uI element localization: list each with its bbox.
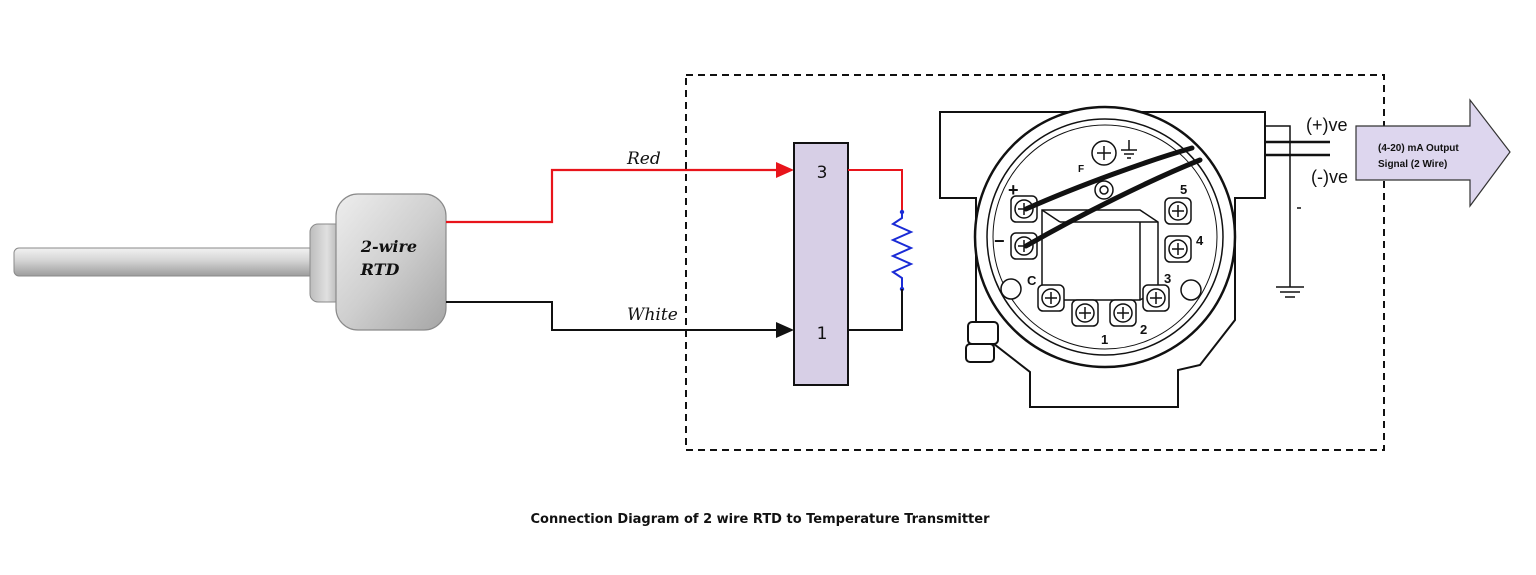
mark-c: C — [1027, 273, 1037, 288]
output-wires — [1023, 145, 1203, 249]
temperature-transmitter — [939, 105, 1266, 408]
resistor-element — [848, 169, 914, 331]
mark-minus: − — [994, 231, 1005, 251]
transmitter-side-boss — [967, 321, 999, 345]
red-wire: Red — [446, 149, 794, 224]
terminal-4 — [1164, 235, 1192, 263]
terminal-1 — [1071, 299, 1099, 327]
terminal-c — [1037, 284, 1065, 312]
terminal-block: 3 1 — [793, 142, 849, 386]
terminal-1-label: 1 — [817, 324, 828, 344]
mark-2: 2 — [1140, 322, 1147, 337]
transmitter-terminals — [1010, 195, 1192, 327]
mark-f: F — [1078, 164, 1084, 175]
earth-ground-icon — [1266, 125, 1304, 298]
terminal-5 — [1164, 197, 1192, 225]
terminal-3-label: 3 — [817, 163, 828, 183]
negative-output-label: (-)ve — [1311, 167, 1348, 187]
rtd-label-line1: 2-wire — [360, 237, 417, 256]
rtd-head — [335, 193, 447, 331]
white-wire: White — [446, 301, 794, 338]
output-arrow-line1: (4-20) mA Output — [1378, 143, 1459, 154]
white-wire-label: White — [627, 305, 678, 325]
output-signal-arrow: (4-20) mA Output Signal (2 Wire) — [1355, 98, 1511, 208]
rtd-label-line2: RTD — [360, 260, 400, 279]
white-wire-arrowhead — [776, 322, 794, 338]
mark-plus: + — [1008, 180, 1019, 200]
mark-5: 5 — [1180, 182, 1187, 197]
rtd-probe-sheath — [13, 247, 315, 277]
mark-4: 4 — [1196, 233, 1204, 248]
terminal-3 — [1142, 284, 1170, 312]
mark-3: 3 — [1164, 271, 1171, 286]
diagram-caption: Connection Diagram of 2 wire RTD to Temp… — [530, 512, 990, 527]
output-arrow-line2: Signal (2 Wire) — [1378, 159, 1447, 170]
transmitter-terminal-marks: + − F C 1 2 3 4 5 — [994, 164, 1204, 347]
rtd-sensor: 2-wire RTD — [13, 193, 447, 331]
red-wire-arrowhead — [776, 162, 794, 178]
terminal-2 — [1109, 299, 1137, 327]
chassis-ground-icon — [1121, 140, 1137, 159]
mark-1: 1 — [1101, 332, 1108, 347]
positive-output-label: (+)ve — [1306, 115, 1348, 135]
red-wire-label: Red — [626, 149, 661, 169]
transmitter-enclosure-boundary — [685, 74, 1385, 451]
